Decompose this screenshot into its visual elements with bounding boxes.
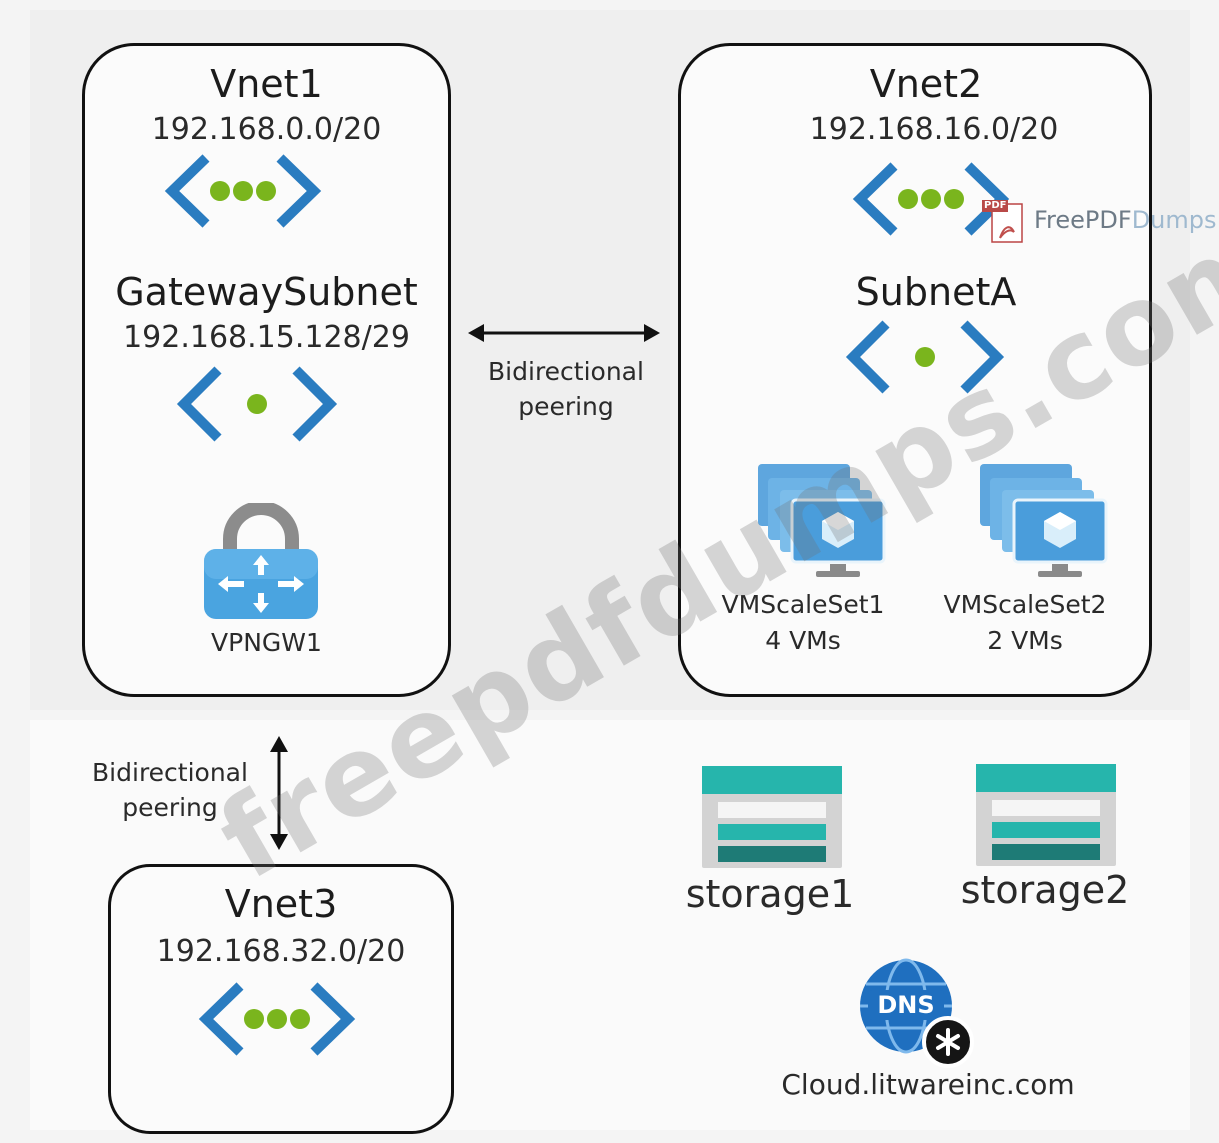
vnet2-network-icon	[852, 162, 1010, 236]
vnet3-network-icon	[198, 982, 356, 1056]
peering-label-vnet1-vnet2-line1: Bidirectional	[488, 357, 644, 386]
vm-scale-set-1-icon	[758, 464, 886, 577]
storage1-label: storage1	[685, 872, 855, 916]
vpn-gateway-icon	[204, 503, 318, 619]
vnet2-cidr: 192.168.16.0/20	[809, 112, 1059, 147]
gateway-subnet-cidr: 192.168.15.128/29	[123, 320, 410, 355]
brand-name-part2: Dumps	[1131, 206, 1217, 234]
brand-name-part1: FreePDF	[1034, 206, 1132, 234]
vnet3-title: Vnet3	[224, 882, 338, 926]
vnet1-network-icon	[164, 154, 322, 228]
storage2-label: storage2	[960, 868, 1130, 912]
vm-scale-set-1-count: 4 VMs	[765, 626, 841, 655]
subnet-a-title: SubnetA	[855, 270, 1017, 314]
dns-zone-label: Cloud.litwareinc.com	[781, 1068, 1075, 1101]
peering-label-vnet1-vnet3-line1: Bidirectional	[92, 758, 248, 787]
dns-zone-icon	[860, 958, 974, 1068]
vm-scale-set-1-name: VMScaleSet1	[721, 590, 885, 619]
vm-scale-set-2-icon	[980, 464, 1108, 577]
brand-name: FreePDFDumps	[1034, 206, 1217, 234]
vm-scale-set-2-count: 2 VMs	[987, 626, 1063, 655]
brand-badge: PDF	[984, 200, 1007, 211]
storage2-icon	[976, 764, 1116, 866]
vnet2-title: Vnet2	[869, 62, 983, 106]
vnet1-title: Vnet1	[210, 62, 323, 106]
storage1-icon	[702, 766, 842, 868]
dns-badge: DNS	[877, 991, 935, 1019]
vnet1-cidr: 192.168.0.0/20	[151, 112, 382, 147]
peering-label-vnet1-vnet3-line2: peering	[122, 793, 218, 822]
vpn-gateway-label: VPNGW1	[211, 628, 322, 657]
vnet3-box	[108, 864, 454, 1134]
peering-label-vnet1-vnet2-line2: peering	[518, 392, 614, 421]
gateway-subnet-title: GatewaySubnet	[115, 270, 418, 314]
subnet-a-icon	[845, 320, 1005, 394]
peering-arrow-vnet1-vnet3	[270, 736, 288, 850]
vnet3-cidr: 192.168.32.0/20	[156, 934, 406, 969]
peering-arrow-vnet1-vnet2	[468, 324, 660, 342]
brand-logo: PDF FreePDFDumps	[980, 198, 1217, 248]
gateway-subnet-icon	[176, 366, 338, 442]
vm-scale-set-2-name: VMScaleSet2	[943, 590, 1107, 619]
vnet2-box	[678, 43, 1152, 697]
pdf-logo-icon	[982, 200, 1023, 243]
